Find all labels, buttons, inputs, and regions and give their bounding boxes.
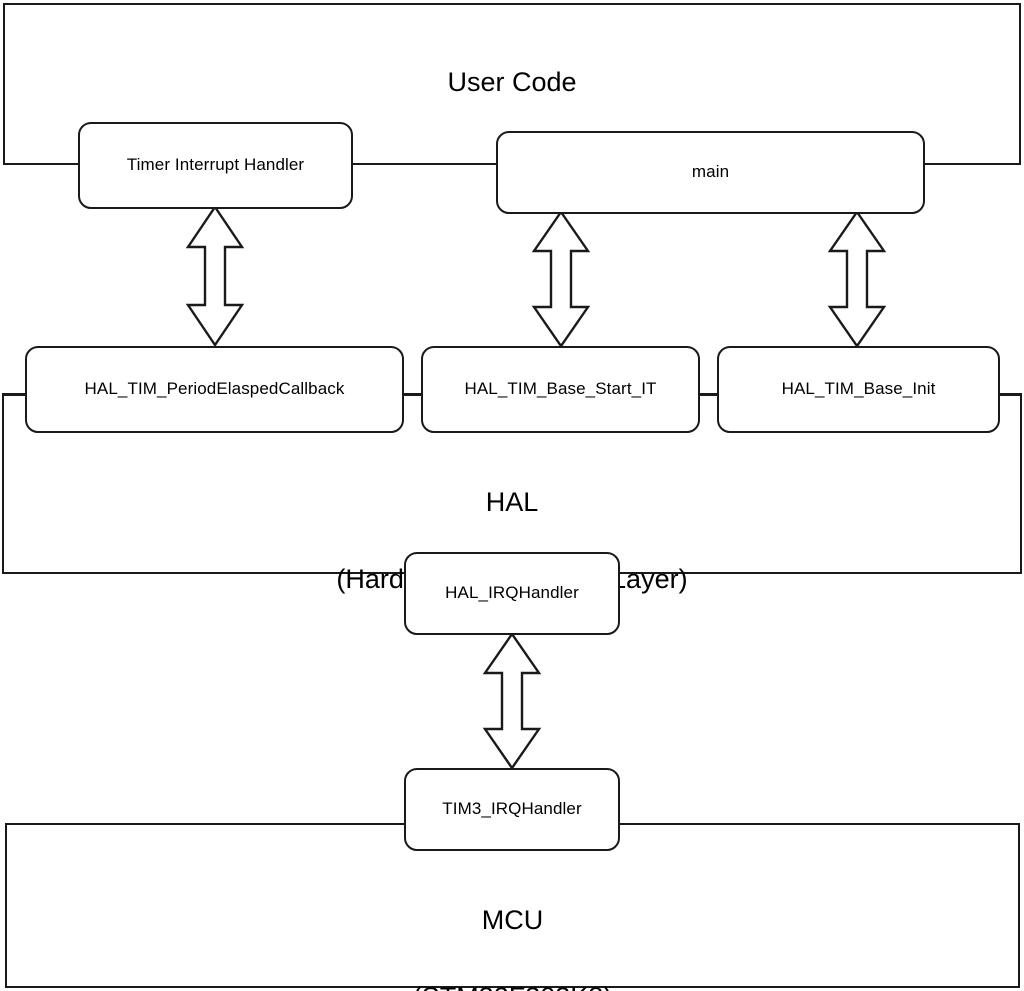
block-hal-tim-base-init[interactable]: HAL_TIM_Base_Init bbox=[717, 346, 1000, 433]
layer-title-mcu-line1: MCU bbox=[481, 905, 544, 936]
block-label-hal-tim-period-elasped-callback: HAL_TIM_PeriodElaspedCallback bbox=[84, 379, 345, 399]
connector-hal-irq-to-tim3-irq bbox=[482, 631, 542, 771]
block-label-hal-irq-handler: HAL_IRQHandler bbox=[445, 583, 579, 603]
block-timer-interrupt-handler[interactable]: Timer Interrupt Handler bbox=[78, 122, 353, 209]
layer-title-user-code: User Code bbox=[447, 67, 577, 97]
connector-stub-hal-irq-right bbox=[617, 572, 1022, 574]
block-label-main: main bbox=[691, 162, 730, 182]
connector-stub-hal-1-2 bbox=[400, 393, 425, 395]
block-label-hal-tim-base-start-it: HAL_TIM_Base_Start_IT bbox=[464, 379, 657, 399]
block-hal-irq-handler[interactable]: HAL_IRQHandler bbox=[404, 552, 620, 635]
layer-title-mcu: MCU (STM32F303K8) bbox=[5, 863, 1020, 991]
layer-title-hal-line1: HAL bbox=[485, 487, 539, 518]
block-label-hal-tim-base-init: HAL_TIM_Base_Init bbox=[781, 379, 936, 399]
layer-title-mcu-line2: (STM32F303K8) bbox=[5, 978, 1020, 991]
connector-main-to-base-start-it bbox=[531, 209, 591, 349]
connector-stub-hal-2-3 bbox=[696, 393, 721, 395]
connector-main-to-base-init bbox=[827, 209, 887, 349]
block-main[interactable]: main bbox=[496, 131, 925, 214]
connector-stub-hal-left bbox=[2, 393, 30, 395]
connector-stub-hal-right bbox=[996, 393, 1022, 395]
block-label-timer-interrupt-handler: Timer Interrupt Handler bbox=[126, 155, 305, 175]
block-label-tim3-irq-handler: TIM3_IRQHandler bbox=[442, 799, 582, 819]
block-hal-tim-base-start-it[interactable]: HAL_TIM_Base_Start_IT bbox=[421, 346, 700, 433]
block-hal-tim-period-elasped-callback[interactable]: HAL_TIM_PeriodElaspedCallback bbox=[25, 346, 404, 433]
connector-timer-handler-to-period-callback bbox=[185, 204, 245, 348]
block-tim3-irq-handler[interactable]: TIM3_IRQHandler bbox=[404, 768, 620, 851]
connector-stub-hal-irq-left bbox=[2, 572, 407, 574]
